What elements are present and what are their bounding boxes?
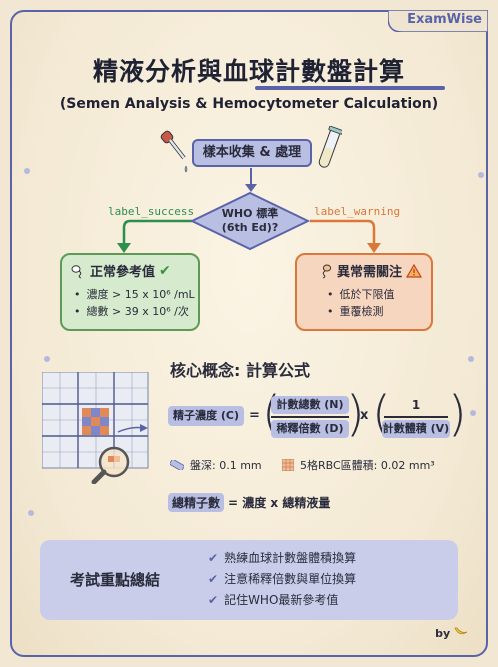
times-sign: x bbox=[360, 408, 369, 423]
sample-collection-box: 樣本收集 & 處理 bbox=[192, 139, 312, 167]
list-item: 濃度 > 15 x 10⁶ /mL bbox=[74, 286, 198, 303]
normal-box-title: 正常參考值 bbox=[90, 265, 156, 280]
list-item: ✔ 記住WHO最新參考值 bbox=[208, 590, 356, 611]
total-sperm-formula: 總精子數 = 濃度 x 總精液量 bbox=[168, 492, 330, 512]
abnormal-actions-list: 低於下限值 重覆檢測 bbox=[297, 286, 431, 320]
close-paren: ) bbox=[346, 386, 365, 442]
page-subtitle: (Semen Analysis & Hemocytometer Calculat… bbox=[59, 96, 439, 112]
brand-tab-shape bbox=[388, 10, 488, 32]
decor-dot bbox=[468, 356, 474, 362]
abnormal-box-header: 異常需關注 bbox=[297, 255, 431, 280]
check-icon: ✔ bbox=[208, 572, 219, 586]
decor-dot bbox=[478, 172, 484, 178]
fraction-line bbox=[384, 416, 448, 418]
check-icon: ✔ bbox=[159, 262, 171, 279]
who-decision-line2: (6th Ed)? bbox=[221, 221, 279, 234]
hemocytometer-grid-illustration bbox=[42, 372, 149, 484]
summary-list: ✔ 熟練血球計數盤體積換算 ✔ 注意稀釋倍數與單位換算 ✔ 記住WHO最新參考值 bbox=[208, 548, 356, 611]
sperm-icon bbox=[71, 264, 82, 278]
rbc-volume-info: 5格RBC區體積: 0.02 mm³ bbox=[282, 457, 435, 473]
concentration-label: 精子濃度 (C) bbox=[168, 406, 244, 426]
exam-summary-panel: 考試重點總結 ✔ 熟練血球計數盤體積換算 ✔ 注意稀釋倍數與單位換算 ✔ 記住WHO最… bbox=[40, 540, 458, 620]
fraction-denominator-dilution: 稀釋倍數 (D) bbox=[271, 420, 349, 438]
fraction-numerator-one: 1 bbox=[411, 398, 421, 412]
page-title: 精液分析與血球計數盤計算 bbox=[92, 57, 405, 86]
summary-item-text: 記住WHO最新參考值 bbox=[224, 593, 339, 607]
test-tube-icon bbox=[318, 126, 342, 168]
decor-dot bbox=[44, 356, 50, 362]
banana-icon bbox=[454, 627, 468, 635]
summary-item-text: 熟練血球計數盤體積換算 bbox=[224, 551, 357, 565]
abnormal-attention-box: 異常需關注 低於下限值 重覆檢測 bbox=[295, 253, 433, 331]
normal-box-header: 正常參考值 ✔ bbox=[62, 255, 198, 280]
close-paren: ) bbox=[448, 386, 467, 442]
list-item: 低於下限值 bbox=[327, 286, 431, 303]
list-item: ✔ 熟練血球計數盤體積換算 bbox=[208, 548, 356, 569]
branch-label-warning: label_warning bbox=[314, 205, 401, 218]
list-item: 重覆檢測 bbox=[327, 303, 431, 320]
who-decision-diamond bbox=[190, 191, 310, 251]
check-icon: ✔ bbox=[208, 593, 219, 607]
normal-values-list: 濃度 > 15 x 10⁶ /mL 總數 > 39 x 10⁶ /次 bbox=[62, 286, 198, 320]
fraction-denominator-volume: 計數體積 (V) bbox=[382, 420, 450, 438]
concept-title: 核心概念: 計算公式 bbox=[170, 361, 310, 380]
ruler-icon bbox=[170, 460, 184, 470]
total-sperm-label: 總精子數 bbox=[168, 492, 225, 512]
equals-sign: = bbox=[249, 408, 260, 423]
summary-item-text: 注意稀釋倍數與單位換算 bbox=[224, 572, 357, 586]
fraction-numerator-count: 計數總數 (N) bbox=[271, 396, 349, 414]
who-decision-line1: WHO 標準 bbox=[221, 207, 279, 220]
sperm-icon bbox=[322, 264, 332, 278]
decor-dot bbox=[24, 168, 30, 174]
summary-title: 考試重點總結 bbox=[70, 571, 161, 589]
who-decision-text: WHO 標準 (6th Ed)? bbox=[190, 207, 310, 235]
title-underline bbox=[255, 86, 445, 90]
byline: by bbox=[435, 625, 468, 640]
dropper-icon bbox=[160, 130, 188, 173]
check-icon: ✔ bbox=[208, 551, 219, 565]
rbc-volume-text: 5格RBC區體積: 0.02 mm³ bbox=[300, 459, 435, 472]
total-sperm-expression: = 濃度 x 總精液量 bbox=[228, 495, 331, 510]
abnormal-box-title: 異常需關注 bbox=[337, 265, 403, 280]
grid-icon bbox=[282, 459, 294, 471]
chamber-depth-info: 盤深: 0.1 mm bbox=[170, 457, 262, 473]
normal-reference-box: 正常參考值 ✔ 濃度 > 15 x 10⁶ /mL 總數 > 39 x 10⁶ … bbox=[60, 253, 200, 331]
list-item: 總數 > 39 x 10⁶ /次 bbox=[74, 303, 198, 320]
decor-dot bbox=[470, 410, 476, 416]
brand-logo: ExamWise bbox=[407, 12, 482, 27]
branch-label-success: label_success bbox=[108, 205, 195, 218]
fraction-line bbox=[271, 416, 349, 418]
warning-icon bbox=[406, 263, 423, 278]
decor-dot bbox=[28, 510, 34, 516]
chamber-depth-text: 盤深: 0.1 mm bbox=[190, 459, 262, 472]
byline-text: by bbox=[435, 627, 451, 640]
list-item: ✔ 注意稀釋倍數與單位換算 bbox=[208, 569, 356, 590]
